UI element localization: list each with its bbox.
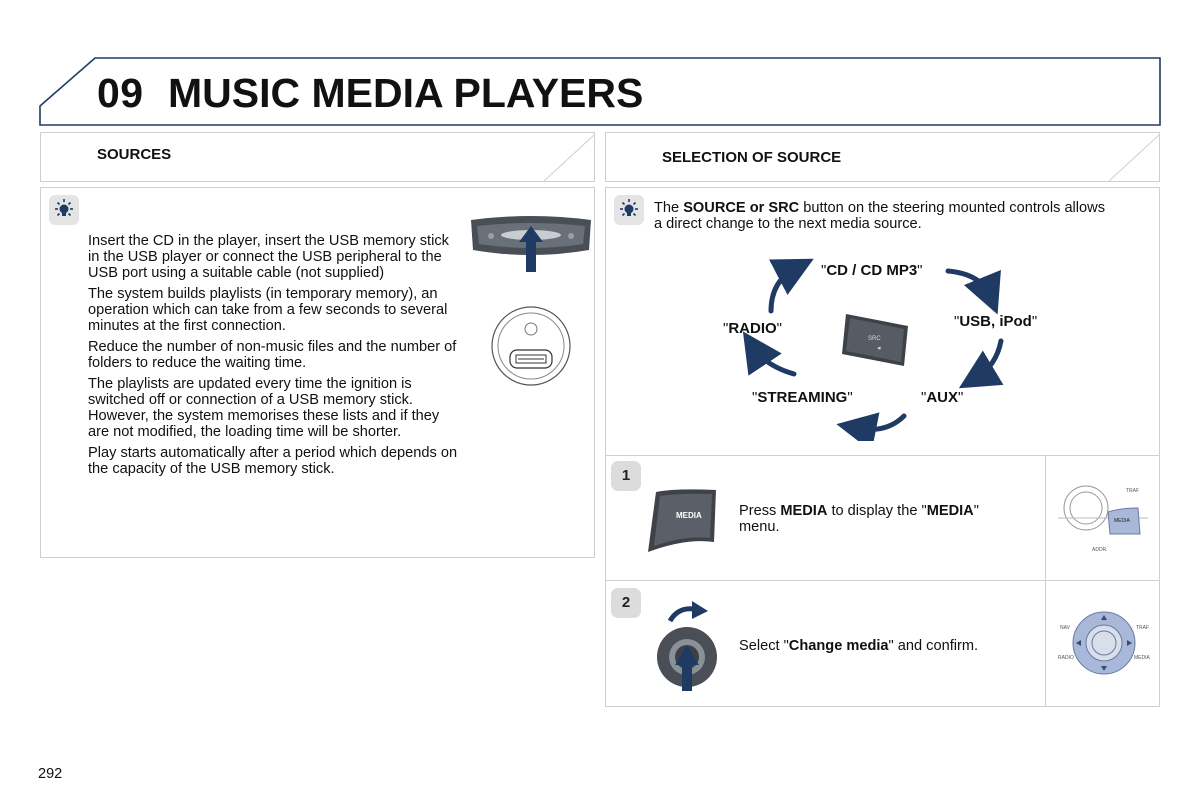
step-1-panel-box: MEDIA TRAF ADDR. xyxy=(1045,455,1160,581)
step-2-text: Select "Change media" and confirm. xyxy=(739,638,979,654)
chapter-number: 09 xyxy=(97,70,144,116)
selection-heading: SELECTION OF SOURCE xyxy=(662,149,842,166)
panel-nav-label: NAV xyxy=(1060,625,1071,631)
arrow-usb-to-aux xyxy=(958,338,1004,389)
cd-player-illustration xyxy=(471,216,591,272)
rotary-dial-illustration xyxy=(657,601,717,691)
source-usb-ipod: "USB, iPod" xyxy=(954,313,1038,330)
src-button-text: SRC xyxy=(868,336,881,342)
step-2-box: 2 Select "Change media" and confirm. xyxy=(605,580,1046,707)
sources-paragraph: Play starts automatically after a period… xyxy=(88,445,458,477)
lightbulb-tip-icon xyxy=(614,195,644,225)
source-radio: "RADIO" xyxy=(723,320,782,337)
sources-text: Insert the CD in the player, insert the … xyxy=(88,233,458,482)
arrow-cd-to-usb xyxy=(945,268,1001,315)
usb-port-illustration xyxy=(491,306,571,386)
selection-intro: The SOURCE or SRC button on the steering… xyxy=(654,200,1105,232)
panel-media-label: MEDIA xyxy=(1114,518,1131,524)
source-cycle-arrows xyxy=(742,258,1004,441)
step-1-number: 1 xyxy=(611,461,641,491)
nav-dial-panel-illustration: NAV TRAF RADIO MEDIA xyxy=(1058,611,1151,675)
svg-text:◂: ◂ xyxy=(877,345,881,352)
panel-media-label: MEDIA xyxy=(1134,655,1151,661)
step-1-box: 1 MEDIA Press MEDIA to display the "MEDI… xyxy=(605,455,1046,581)
selection-heading-box: SELECTION OF SOURCE xyxy=(605,132,1160,182)
media-button-text: MEDIA xyxy=(676,511,702,520)
src-button-illustration: SRC ◂ xyxy=(842,314,908,366)
header-frame xyxy=(39,57,1161,126)
step-1-text: Press MEDIA to display the "MEDIA" menu. xyxy=(739,503,979,535)
source-aux: "AUX" xyxy=(921,389,964,406)
arrow-streaming-to-radio xyxy=(742,331,797,377)
media-button-illustration: MEDIA xyxy=(648,489,716,552)
sources-paragraph: The playlists are updated every time the… xyxy=(88,376,440,440)
chapter-title: MUSIC MEDIA PLAYERS xyxy=(168,70,644,116)
media-panel-illustration: MEDIA TRAF ADDR. xyxy=(1058,485,1148,553)
arrow-aux-to-streaming xyxy=(836,412,907,441)
sources-heading: SOURCES xyxy=(97,146,172,163)
panel-addr-label: ADDR. xyxy=(1092,547,1108,553)
sources-paragraph: The system builds playlists (in temporar… xyxy=(88,286,448,334)
panel-traf-label: TRAF xyxy=(1126,488,1139,494)
sources-heading-box: SOURCES xyxy=(40,132,595,182)
source-streaming: "STREAMING" xyxy=(752,389,853,406)
lightbulb-tip-icon xyxy=(49,195,79,225)
page-number: 292 xyxy=(38,766,63,782)
step-2-panel-box: NAV TRAF RADIO MEDIA xyxy=(1045,580,1160,707)
source-src-label: SOURCE or SRC xyxy=(683,200,800,216)
step-2-number: 2 xyxy=(611,588,641,618)
panel-radio-label: RADIO xyxy=(1058,655,1074,661)
panel-traf-label: TRAF xyxy=(1136,625,1149,631)
sources-paragraph: Reduce the number of non-music files and… xyxy=(88,339,457,371)
arrow-radio-to-cd xyxy=(768,258,814,314)
selection-content-box: The SOURCE or SRC button on the steering… xyxy=(605,187,1160,456)
sources-content-box: Insert the CD in the player, insert the … xyxy=(40,187,595,558)
source-cd: "CD / CD MP3" xyxy=(821,262,923,279)
sources-paragraph: Insert the CD in the player, insert the … xyxy=(88,233,449,281)
